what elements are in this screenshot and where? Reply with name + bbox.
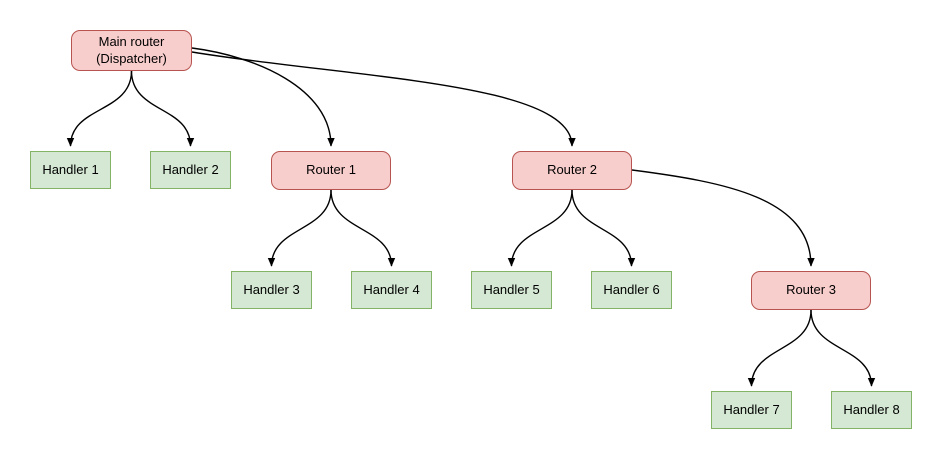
node-handler-2: Handler 2 <box>150 151 231 189</box>
node-router-3: Router 3 <box>751 271 871 310</box>
edge-router-3-to-handler-7 <box>747 309 812 387</box>
edge-router-3-to-handler-8 <box>810 309 876 387</box>
edge-main-to-router-2 <box>191 51 576 147</box>
edge-router-1-to-handler-4 <box>330 189 396 267</box>
node-router-1: Router 1 <box>271 151 391 190</box>
node-handler-1: Handler 1 <box>30 151 111 189</box>
node-handler-4: Handler 4 <box>351 271 432 309</box>
node-handler-7: Handler 7 <box>711 391 792 429</box>
node-handler-6: Handler 6 <box>591 271 672 309</box>
edge-router-2-to-router-3 <box>631 169 815 267</box>
edge-main-to-handler-2 <box>130 70 195 147</box>
edge-router-2-to-handler-6 <box>571 189 636 267</box>
node-main-router: Main router (Dispatcher) <box>71 30 192 71</box>
edge-main-to-router-1 <box>191 47 335 147</box>
node-handler-5: Handler 5 <box>471 271 552 309</box>
node-router-2: Router 2 <box>512 151 632 190</box>
node-handler-8: Handler 8 <box>831 391 912 429</box>
edge-main-to-handler-1 <box>66 70 133 147</box>
edge-router-1-to-handler-3 <box>267 189 332 267</box>
node-handler-3: Handler 3 <box>231 271 312 309</box>
edge-router-2-to-handler-5 <box>507 189 573 267</box>
